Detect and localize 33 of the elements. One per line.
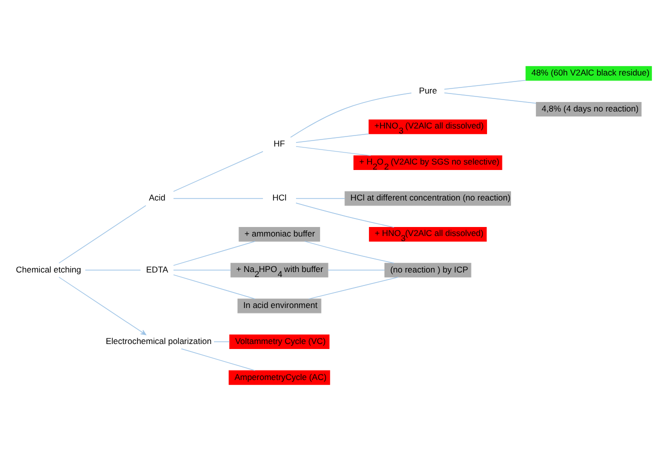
node-text: EDTA	[146, 264, 168, 274]
node-box: In acid environment	[238, 298, 322, 313]
node-box: HCl at different concentration (no reaction)	[344, 190, 512, 206]
node-text: Chemical etching	[16, 264, 82, 274]
connector	[173, 274, 256, 299]
node-text: HF	[274, 138, 285, 148]
connector	[304, 240, 394, 263]
node-box: AmperometryCycle (AC)	[228, 370, 330, 384]
connector	[290, 92, 412, 138]
connector	[296, 132, 370, 142]
connector	[308, 276, 399, 299]
connector	[173, 269, 232, 270]
node-box: + ammoniac buffer	[238, 226, 320, 242]
connector	[214, 340, 230, 342]
node-box: Voltammetry Cycle (VC)	[229, 334, 330, 349]
node-box: 4,8% (4 days no reaction)	[536, 101, 642, 116]
connector	[444, 79, 526, 90]
node-box: 48% (60h V2AlC black residue)	[526, 66, 652, 80]
node-text: Electrochemical polarization	[106, 336, 212, 346]
connector	[444, 92, 536, 104]
connector	[328, 269, 385, 270]
node-box: (no reaction ) by ICP	[384, 262, 472, 277]
arrow	[58, 276, 146, 335]
connector	[58, 204, 146, 263]
connector	[173, 240, 256, 266]
connector	[180, 348, 256, 370]
connector	[296, 146, 371, 156]
node-text: Acid	[148, 192, 166, 202]
node-text: HCl	[272, 192, 287, 202]
connector	[173, 150, 264, 192]
connector	[296, 202, 394, 228]
connector	[84, 269, 141, 270]
node-text: Pure	[419, 84, 438, 95]
